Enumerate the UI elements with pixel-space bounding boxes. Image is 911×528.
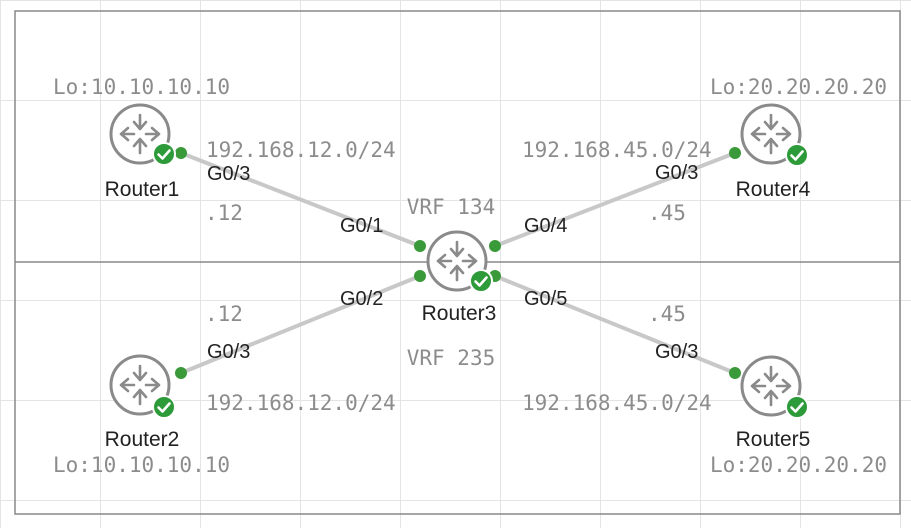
router1-name: Router1 bbox=[105, 178, 180, 201]
port-router3-g0-4[interactable] bbox=[489, 240, 501, 252]
vrf-134-label: VRF 134 bbox=[407, 195, 496, 219]
router2[interactable] bbox=[109, 354, 177, 420]
link1-router3-interface: G0/1 bbox=[340, 215, 383, 237]
router4-loopback: Lo:20.20.20.20 bbox=[710, 75, 887, 99]
link1-router1-interface: G0/3 bbox=[207, 163, 250, 185]
router5[interactable] bbox=[740, 355, 810, 420]
router2-name: Router2 bbox=[105, 428, 180, 451]
port-router3-g0-2[interactable] bbox=[414, 270, 426, 282]
link-router2-router3[interactable] bbox=[180, 274, 421, 375]
port-router5-g0-3[interactable] bbox=[729, 367, 741, 379]
link2-subnet: 192.168.12.0/24 bbox=[206, 391, 396, 415]
router3[interactable] bbox=[426, 230, 494, 294]
port-router3-g0-1[interactable] bbox=[414, 240, 426, 252]
link-router5-router3[interactable] bbox=[494, 274, 736, 375]
link3-host: .45 bbox=[648, 201, 686, 225]
link4-router3-interface: G0/5 bbox=[524, 288, 567, 310]
check-icon bbox=[151, 141, 177, 167]
link-router4-router3[interactable] bbox=[494, 151, 736, 248]
router4-name: Router4 bbox=[736, 178, 811, 201]
link1-subnet: 192.168.12.0/24 bbox=[206, 138, 396, 162]
link-router1-router3[interactable] bbox=[180, 151, 421, 248]
port-router2-g0-3[interactable] bbox=[175, 367, 187, 379]
router4[interactable] bbox=[740, 103, 810, 168]
router3-name: Router3 bbox=[422, 302, 497, 325]
port-router4-g0-3[interactable] bbox=[729, 147, 741, 159]
port-router1-g0-3[interactable] bbox=[175, 147, 187, 159]
link4-router5-interface: G0/3 bbox=[655, 341, 698, 363]
link3-router4-interface: G0/3 bbox=[655, 162, 698, 184]
router5-name: Router5 bbox=[736, 428, 811, 451]
link1-host: .12 bbox=[205, 201, 243, 225]
link4-subnet: 192.168.45.0/24 bbox=[522, 391, 712, 415]
router1[interactable] bbox=[109, 103, 177, 167]
router2-loopback: Lo:10.10.10.10 bbox=[53, 453, 230, 477]
link2-router3-interface: G0/2 bbox=[340, 288, 383, 310]
link2-host: .12 bbox=[205, 302, 243, 326]
link2-router2-interface: G0/3 bbox=[207, 341, 250, 363]
check-icon bbox=[468, 268, 494, 294]
link4-host: .45 bbox=[648, 302, 686, 326]
router5-loopback: Lo:20.20.20.20 bbox=[710, 453, 887, 477]
router1-loopback: Lo:10.10.10.10 bbox=[53, 75, 230, 99]
link3-router3-interface: G0/4 bbox=[524, 215, 567, 237]
link3-subnet: 192.168.45.0/24 bbox=[522, 138, 712, 162]
check-icon bbox=[151, 394, 177, 420]
check-icon bbox=[784, 142, 810, 168]
vrf-235-label: VRF 235 bbox=[407, 346, 496, 370]
check-icon bbox=[784, 394, 810, 420]
